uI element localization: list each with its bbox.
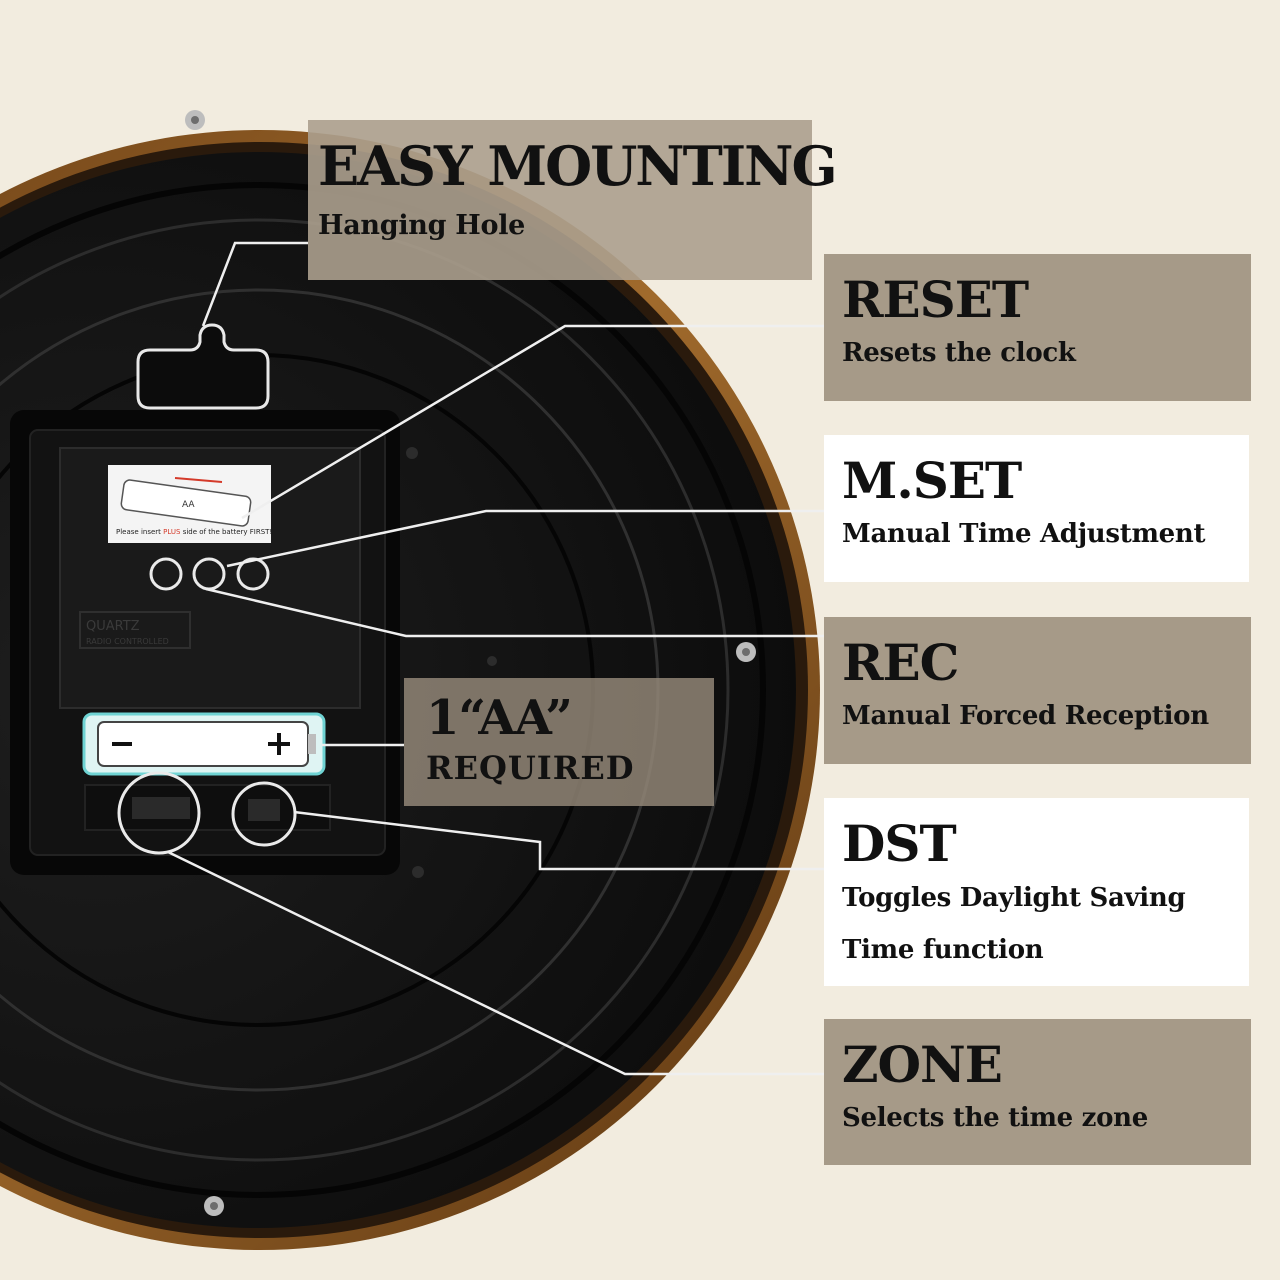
callout-title: M.SET bbox=[842, 451, 1022, 510]
callout-title: DST bbox=[842, 814, 957, 873]
callout-subtitle-line1: Toggles Daylight Saving bbox=[842, 883, 1186, 913]
control-buttons bbox=[149, 557, 270, 591]
zone-switch-ring bbox=[117, 771, 201, 855]
callout-subtitle: Manual Forced Reception bbox=[842, 701, 1209, 731]
callout-subtitle: Hanging Hole bbox=[318, 210, 526, 241]
callout-rec: REC Manual Forced Reception bbox=[824, 617, 1251, 764]
hanging-hole-icon bbox=[136, 323, 270, 410]
sticker-battery-text: AA bbox=[182, 500, 195, 510]
callout-dst: DST Toggles Daylight Saving Time functio… bbox=[824, 798, 1249, 986]
callout-title: ZONE bbox=[842, 1035, 1003, 1094]
callout-subtitle: Manual Time Adjustment bbox=[842, 519, 1206, 549]
callout-subtitle-line2: Time function bbox=[842, 935, 1044, 965]
movement-brand: QUARTZ bbox=[86, 619, 140, 634]
callout-title: 1“AA” bbox=[426, 690, 573, 746]
callout-leader-lines bbox=[167, 241, 905, 1076]
sticker-line2: side of the battery FIRST! bbox=[183, 528, 273, 536]
screw-icon bbox=[185, 110, 756, 1216]
mset-button bbox=[192, 557, 226, 591]
rec-button bbox=[236, 557, 270, 591]
callout-subtitle: REQUIRED bbox=[426, 749, 635, 787]
callout-title: RESET bbox=[842, 270, 1029, 329]
callout-zone: ZONE Selects the time zone bbox=[824, 1019, 1251, 1165]
callout-mset: M.SET Manual Time Adjustment bbox=[824, 435, 1249, 582]
reset-button bbox=[149, 557, 183, 591]
sticker-highlight: PLUS bbox=[163, 528, 181, 536]
sticker-line1: Please insert bbox=[116, 528, 161, 536]
callout-easy-mounting: EASY MOUNTING Hanging Hole bbox=[308, 120, 838, 280]
dst-switch-ring bbox=[231, 781, 297, 847]
callout-title: REC bbox=[842, 633, 959, 692]
svg-text:Please insert PLUS side of the: Please insert PLUS side of the battery F… bbox=[116, 528, 272, 536]
callout-title: EASY MOUNTING bbox=[318, 134, 838, 198]
aa-battery bbox=[82, 712, 326, 776]
battery-instruction-sticker: AA Please insert PLUS side of the batter… bbox=[108, 465, 272, 543]
movement-detail: RADIO CONTROLLED bbox=[86, 637, 169, 646]
callout-subtitle: Selects the time zone bbox=[842, 1103, 1149, 1133]
callout-subtitle: Resets the clock bbox=[842, 338, 1076, 368]
callout-battery: 1“AA” REQUIRED bbox=[404, 678, 714, 806]
callout-reset: RESET Resets the clock bbox=[824, 254, 1251, 401]
